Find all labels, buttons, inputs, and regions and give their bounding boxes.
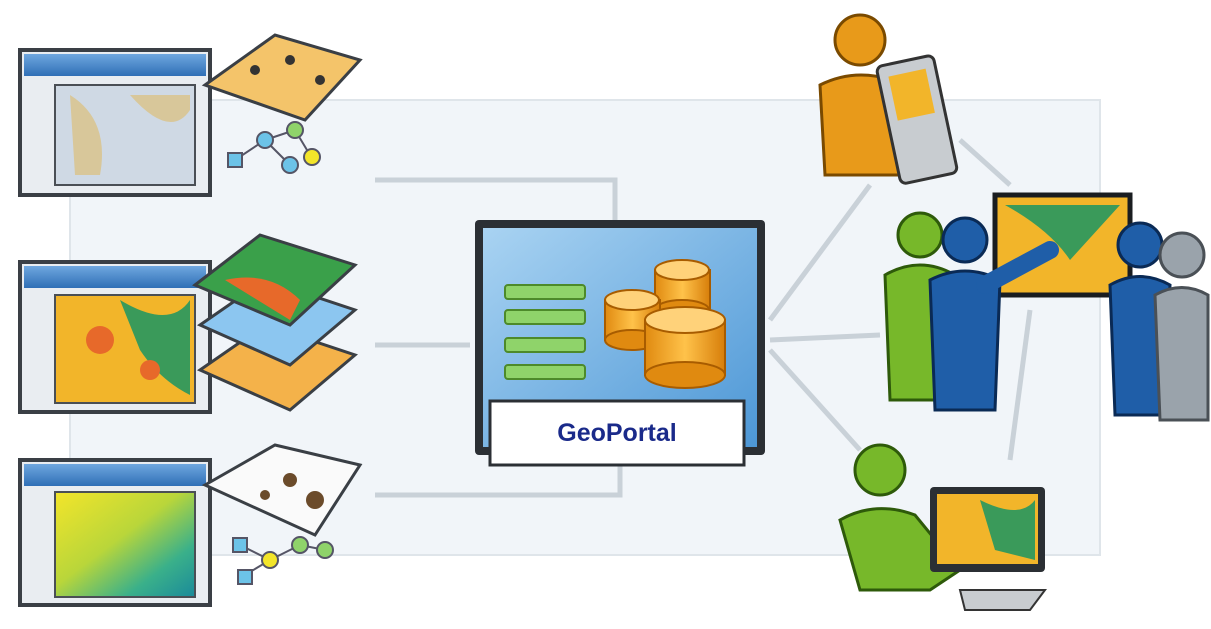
geoportal-label: GeoPortal: [557, 418, 677, 447]
network-graph-icon: [227, 121, 321, 174]
connector-lines-right: [767, 138, 1033, 461]
network-graph-icon: [232, 536, 334, 585]
desktop-user-icon: [838, 443, 1047, 611]
point-layer-icon: [201, 443, 363, 537]
thematic-map-window-icon: [18, 260, 212, 414]
vector-layer-icon: [201, 33, 363, 122]
database-icon: [604, 259, 726, 389]
geoportal-label-box: [488, 399, 746, 467]
mobile-user-icon: [818, 13, 959, 185]
vector-map-window-icon: [18, 48, 212, 197]
raster-grid-window-icon: [18, 458, 212, 607]
stacked-layers-icon: [192, 233, 359, 412]
presentation-group-icon: [883, 192, 1210, 422]
